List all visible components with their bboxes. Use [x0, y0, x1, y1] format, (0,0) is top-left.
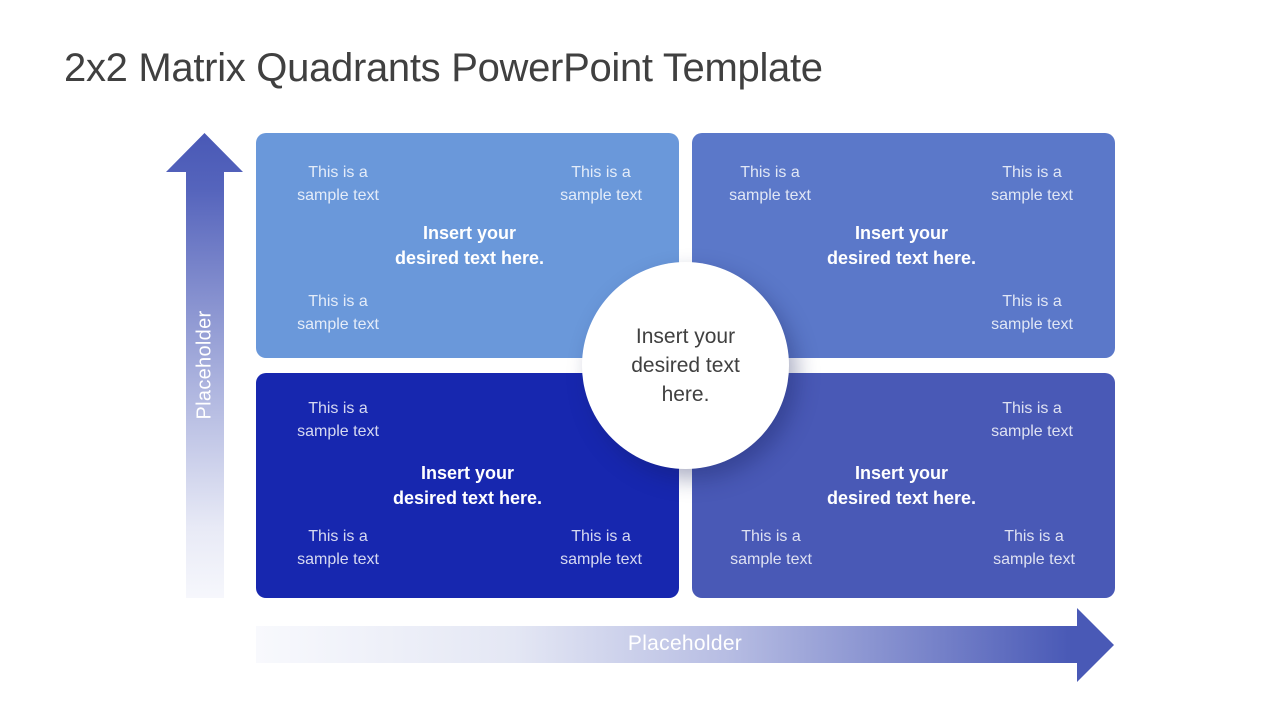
sample-line: sample text	[991, 423, 1073, 440]
sample-line: sample text	[730, 551, 812, 568]
vertical-axis-label[interactable]: Placeholder	[193, 310, 216, 420]
main-line: desired text here.	[826, 488, 977, 508]
sample-line: This is a	[571, 164, 631, 181]
sample-line: This is a	[1002, 164, 1062, 181]
quadrant-top-right[interactable]: This is a sample text This is a sample t…	[692, 133, 1115, 358]
center-text-line: Insert your	[635, 325, 736, 348]
slide-title[interactable]: 2x2 Matrix Quadrants PowerPoint Template	[64, 46, 823, 90]
arrow-up-icon	[166, 133, 243, 598]
quadrant-main-text[interactable]: Insert your desired text here.	[258, 221, 681, 271]
vertical-axis-arrow[interactable]	[166, 133, 243, 598]
quadrant-top-left[interactable]: This is a sample text This is a sample t…	[256, 133, 679, 358]
sample-text[interactable]: This is a sample text	[974, 525, 1094, 571]
main-line: Insert your	[854, 223, 949, 243]
horizontal-axis-label[interactable]: Placeholder	[627, 632, 743, 655]
horizontal-axis-arrow[interactable]	[256, 608, 1114, 682]
sample-line: This is a	[1004, 528, 1064, 545]
sample-line: sample text	[297, 187, 379, 204]
main-line: Insert your	[422, 223, 517, 243]
main-line: desired text here.	[392, 488, 543, 508]
sample-line: This is a	[741, 528, 801, 545]
quadrant-main-text[interactable]: Insert your desired text here.	[690, 221, 1113, 271]
sample-line: sample text	[560, 187, 642, 204]
sample-line: This is a	[308, 400, 368, 417]
main-line: Insert your	[420, 463, 515, 483]
arrow-right-icon	[256, 608, 1114, 682]
center-text-line: here.	[661, 383, 710, 406]
sample-line: sample text	[991, 187, 1073, 204]
center-circle[interactable]: Insert your desired text here.	[582, 262, 789, 469]
sample-line: sample text	[297, 316, 379, 333]
sample-line: This is a	[308, 164, 368, 181]
sample-line: This is a	[308, 293, 368, 310]
sample-text[interactable]: This is a sample text	[710, 161, 830, 207]
sample-text[interactable]: This is a sample text	[278, 525, 398, 571]
main-line: desired text here.	[394, 248, 545, 268]
sample-line: sample text	[991, 316, 1073, 333]
sample-line: sample text	[297, 551, 379, 568]
quadrant-main-text[interactable]: Insert your desired text here.	[256, 461, 679, 511]
sample-line: sample text	[729, 187, 811, 204]
sample-text[interactable]: This is a sample text	[278, 290, 398, 336]
sample-text[interactable]: This is a sample text	[972, 290, 1092, 336]
sample-text[interactable]: This is a sample text	[972, 397, 1092, 443]
sample-line: sample text	[993, 551, 1075, 568]
sample-text[interactable]: This is a sample text	[541, 161, 661, 207]
center-text-line: desired text	[631, 354, 740, 377]
sample-text[interactable]: This is a sample text	[278, 397, 398, 443]
sample-line: This is a	[740, 164, 800, 181]
quadrant-main-text[interactable]: Insert your desired text here.	[690, 461, 1113, 511]
sample-text[interactable]: This is a sample text	[711, 525, 831, 571]
sample-line: This is a	[1002, 293, 1062, 310]
main-line: desired text here.	[826, 248, 977, 268]
sample-text[interactable]: This is a sample text	[278, 161, 398, 207]
sample-line: This is a	[308, 528, 368, 545]
sample-text[interactable]: This is a sample text	[972, 161, 1092, 207]
sample-line: sample text	[560, 551, 642, 568]
sample-text[interactable]: This is a sample text	[541, 525, 661, 571]
sample-line: This is a	[1002, 400, 1062, 417]
sample-line: This is a	[571, 528, 631, 545]
sample-line: sample text	[297, 423, 379, 440]
main-line: Insert your	[854, 463, 949, 483]
